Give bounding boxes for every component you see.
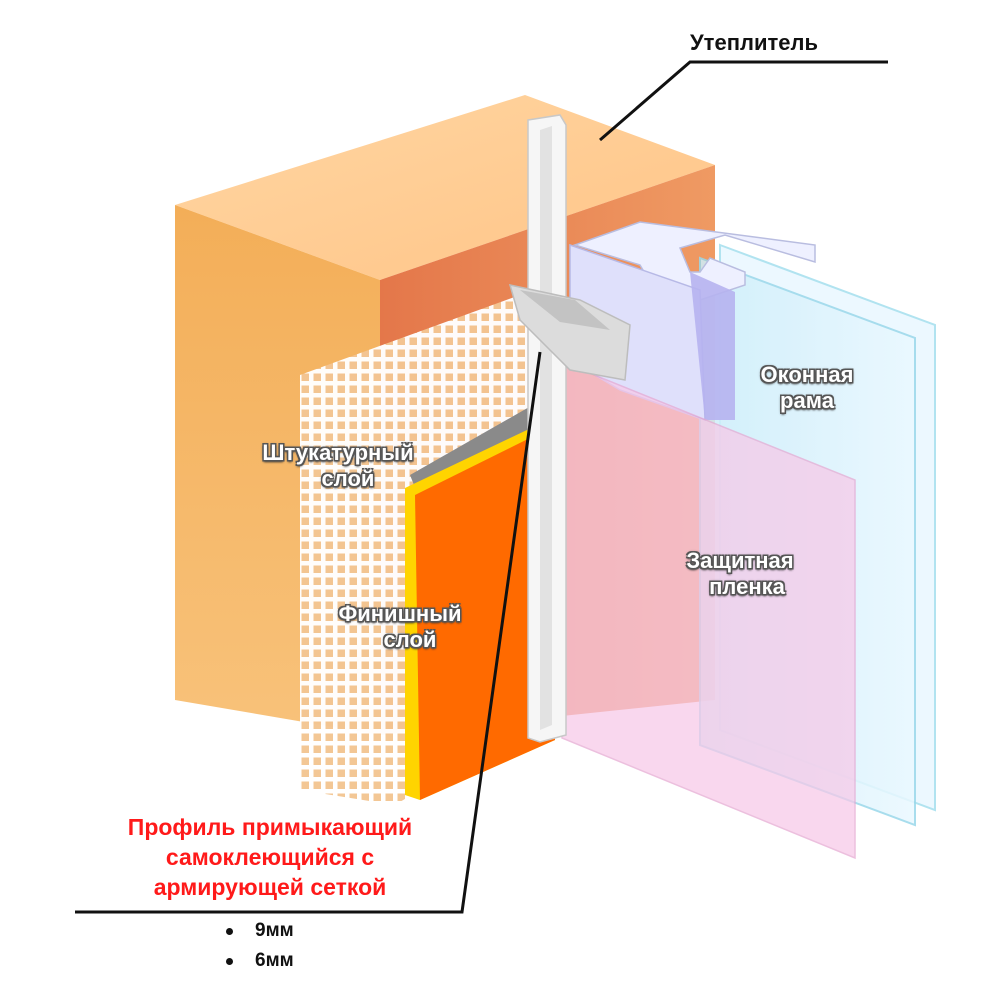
finish-layer-label-line-1: Финишный bbox=[338, 601, 462, 626]
profile-leader-line bbox=[75, 351, 542, 914]
profile-size-item: 6мм bbox=[226, 946, 294, 976]
finish-layer-orange-face bbox=[415, 428, 555, 800]
insulation-leader-line bbox=[599, 60, 888, 142]
window-frame-lavender-body bbox=[690, 272, 735, 420]
profile-sizes-list: 9мм 6мм bbox=[226, 916, 294, 976]
bullet-icon bbox=[226, 957, 233, 965]
profile-title-line-2: самоклеющийся с bbox=[165, 844, 375, 870]
plaster-layer-label-line-2: слой bbox=[321, 466, 375, 491]
profile-title: Профиль примыкающий самоклеющийся с арми… bbox=[60, 812, 480, 902]
bullet-icon bbox=[226, 927, 233, 935]
insulation-label: Утеплитель bbox=[690, 30, 818, 55]
window-frame-label-line-2: рама bbox=[780, 388, 834, 413]
insulation-top-face bbox=[175, 95, 715, 280]
profile-size-item: 9мм bbox=[226, 916, 294, 946]
plaster-layer-label: Штукатурный слой bbox=[238, 440, 438, 492]
protective-film-label-line-2: пленка bbox=[709, 574, 785, 599]
profile-title-line-3: армирующей сеткой bbox=[153, 874, 387, 900]
plaster-layer-label-line-1: Штукатурный bbox=[262, 440, 414, 465]
adhesive-profile-flap-shade bbox=[520, 290, 610, 330]
window-frame-label-line-1: Оконная bbox=[760, 362, 854, 387]
profile-size-value: 9мм bbox=[255, 920, 294, 941]
adhesive-profile-slot bbox=[540, 126, 552, 730]
adhesive-profile-flap bbox=[508, 284, 631, 381]
profile-size-value: 6мм bbox=[255, 950, 294, 971]
protective-film-label-line-1: Защитная bbox=[686, 548, 794, 573]
finish-layer-label: Финишный слой bbox=[300, 601, 500, 653]
profile-title-line-1: Профиль примыкающий bbox=[127, 814, 413, 840]
finish-layer-label-line-2: слой bbox=[383, 627, 437, 652]
window-frame-label: Оконная рама bbox=[732, 362, 882, 414]
protective-film-label: Защитная пленка bbox=[640, 548, 840, 600]
